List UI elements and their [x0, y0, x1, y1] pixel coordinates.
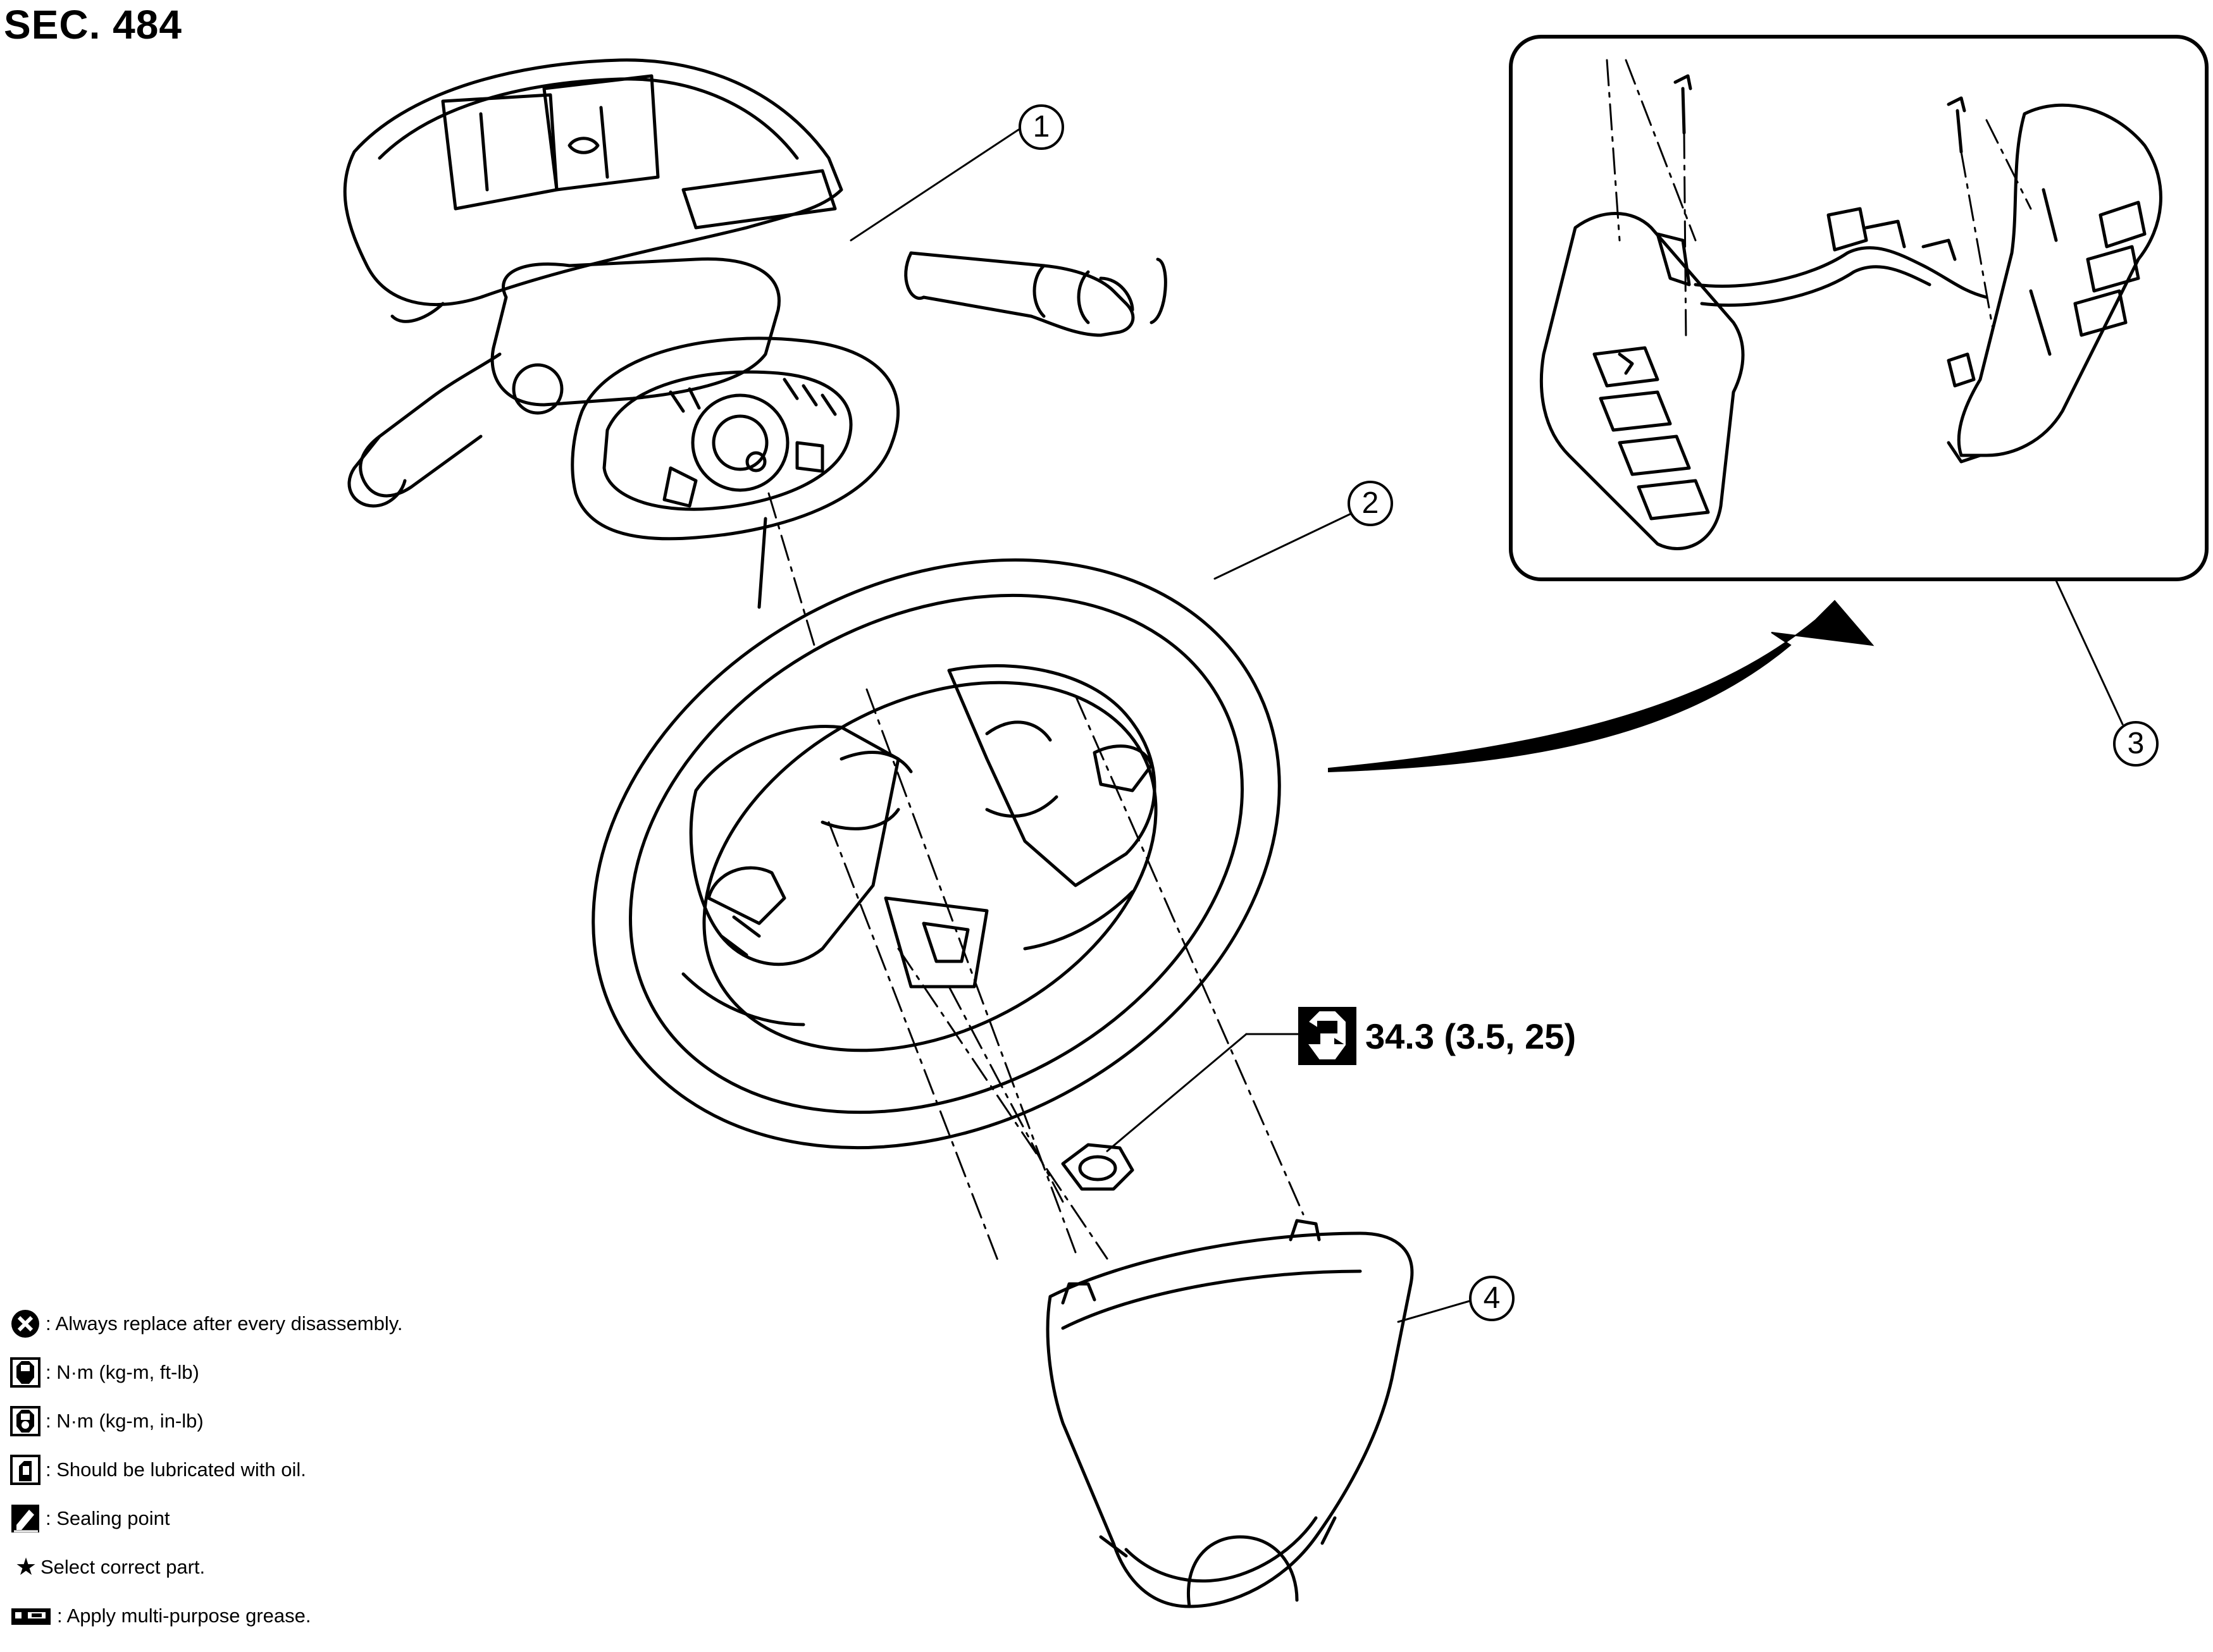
legend-row-torque-inlb: : N·m (kg-m, in-lb) — [10, 1396, 516, 1445]
grease-tube-icon — [11, 1608, 51, 1625]
callout-1: 1 — [1019, 104, 1064, 150]
torque-wrench-filled-icon — [10, 1405, 40, 1436]
legend-row-torque-ftlb: : N·m (kg-m, ft-lb) — [10, 1348, 516, 1396]
alignment-lines — [767, 492, 1305, 1266]
sealant-icon — [11, 1504, 39, 1532]
legend-text: : Apply multi-purpose grease. — [57, 1604, 311, 1627]
combination-switch-part — [343, 58, 1167, 609]
legend-row-sealing: : Sealing point — [10, 1494, 516, 1543]
legend-row-replace: : Always replace after every disassembly… — [10, 1299, 516, 1348]
steering-switch-inset — [1509, 35, 2209, 581]
callout-4: 4 — [1469, 1276, 1515, 1321]
leader-4 — [1397, 1298, 1475, 1323]
legend-row-select-part: ★ Select correct part. — [10, 1543, 516, 1591]
replace-x-icon — [11, 1309, 39, 1338]
legend-text: : Should be lubricated with oil. — [46, 1458, 306, 1481]
torque-value: 34.3 (3.5, 25) — [1365, 1016, 1577, 1056]
torque-spec: 34.3 (3.5, 25) — [1298, 1007, 1576, 1065]
symbol-legend: : Always replace after every disassembly… — [10, 1299, 516, 1640]
steering-wheel-nut — [1061, 1143, 1134, 1191]
legend-text: Select correct part. — [40, 1555, 206, 1578]
legend-row-oil: : Should be lubricated with oil. — [10, 1445, 516, 1494]
callout-3: 3 — [2113, 721, 2159, 767]
star-icon: ★ — [15, 1554, 37, 1581]
legend-text: : N·m (kg-m, in-lb) — [46, 1409, 204, 1432]
legend-text: : N·m (kg-m, ft-lb) — [46, 1360, 199, 1383]
section-number: SEC. 484 — [4, 2, 182, 47]
legend-text: : Sealing point — [46, 1507, 170, 1529]
steering-wheel-part — [592, 558, 1281, 1149]
leader-1 — [850, 128, 1020, 242]
torque-wrench-icon — [10, 1357, 40, 1388]
oil-can-icon — [10, 1454, 40, 1485]
leader-2 — [1213, 511, 1355, 580]
airbag-module-part — [1046, 1219, 1414, 1608]
torque-wrench-icon — [1298, 1007, 1356, 1065]
leader-3 — [2055, 579, 2124, 725]
legend-row-grease: : Apply multi-purpose grease. — [10, 1591, 516, 1640]
arrow-to-inset — [1328, 600, 1875, 773]
callout-2: 2 — [1348, 481, 1393, 526]
legend-text: : Always replace after every disassembly… — [46, 1312, 403, 1335]
